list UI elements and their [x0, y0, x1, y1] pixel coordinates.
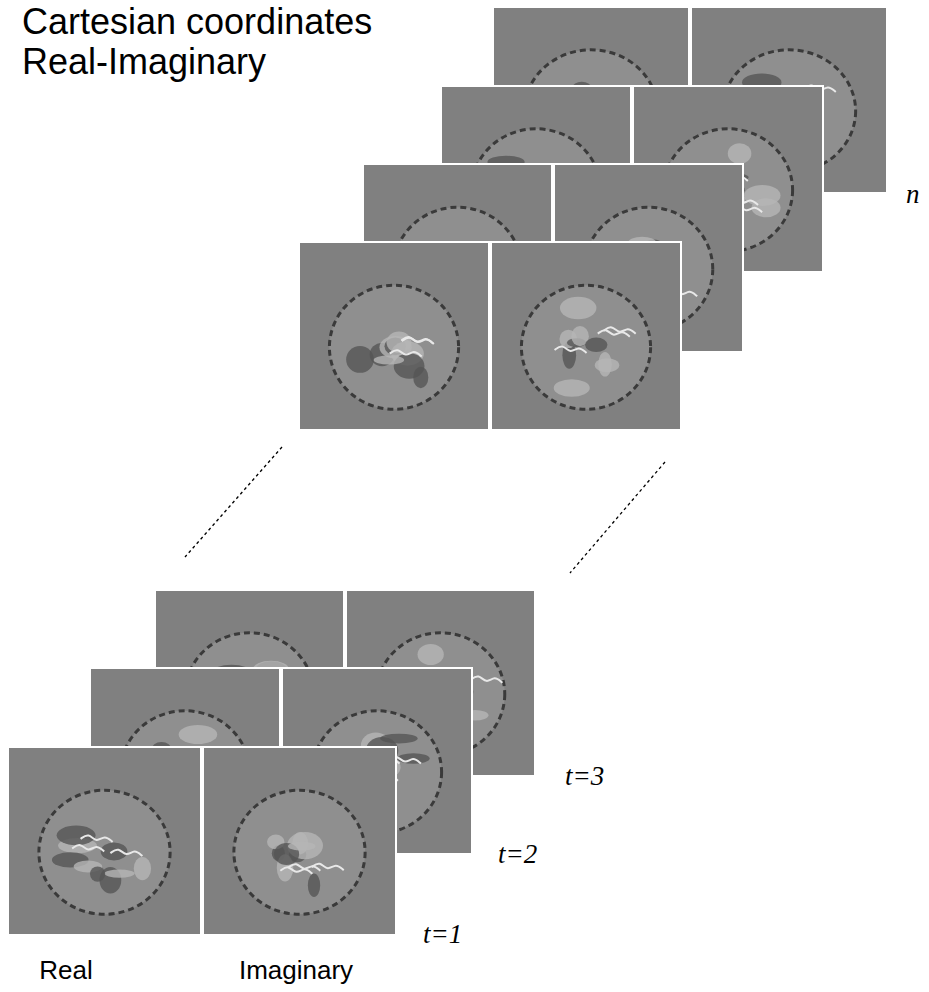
vessel-line — [598, 330, 630, 336]
panel-caption: Real — [39, 956, 92, 985]
tissue-patch — [346, 346, 374, 373]
tissue-patch — [595, 358, 619, 372]
tissue-patch — [179, 725, 218, 744]
vessel-line — [81, 835, 113, 841]
tissue-patch — [585, 338, 607, 352]
ellipsis-dashed-line — [570, 462, 665, 573]
title: Cartesian coordinates Real-Imaginary — [22, 2, 462, 82]
tissue-patch — [728, 143, 752, 164]
ellipsis-dashed-line — [185, 447, 282, 557]
image-background — [491, 242, 681, 430]
vessel-line — [555, 346, 587, 352]
vessel-line — [110, 850, 142, 856]
image-pair — [8, 747, 396, 935]
tissue-patch — [134, 857, 151, 880]
vessel-line — [401, 337, 433, 343]
vessel-line — [390, 350, 422, 356]
tissue-patch — [104, 870, 134, 878]
time-label: t=3 — [565, 762, 604, 792]
vessel-line — [288, 864, 320, 870]
tissue-patch — [560, 297, 597, 319]
image-panel — [203, 747, 396, 935]
image-pair — [299, 242, 681, 430]
image-background — [299, 242, 489, 430]
vessel-line — [470, 676, 502, 682]
tissue-patch — [554, 379, 590, 397]
panel-caption: Imaginary — [239, 956, 353, 985]
image-panel — [491, 242, 681, 430]
time-label: t=2 — [498, 840, 537, 870]
brain-slice — [329, 285, 458, 409]
image-background — [203, 747, 396, 935]
image-panel — [299, 242, 489, 430]
tissue-patch — [90, 866, 105, 881]
tissue-patch — [308, 874, 320, 897]
tissue-patch — [744, 185, 781, 206]
time-label: t=1 — [423, 920, 462, 950]
brain-slice — [521, 285, 650, 409]
image-background — [8, 747, 201, 935]
vessel-line — [402, 338, 434, 344]
image-panel — [8, 747, 201, 935]
axis-label: n — [906, 180, 920, 210]
brain-slice — [39, 790, 170, 914]
tissue-patch — [418, 644, 444, 665]
brain-slice — [234, 790, 365, 914]
vessel-line — [72, 845, 104, 851]
tissue-patch — [288, 842, 316, 851]
tissue-patch — [374, 355, 404, 364]
